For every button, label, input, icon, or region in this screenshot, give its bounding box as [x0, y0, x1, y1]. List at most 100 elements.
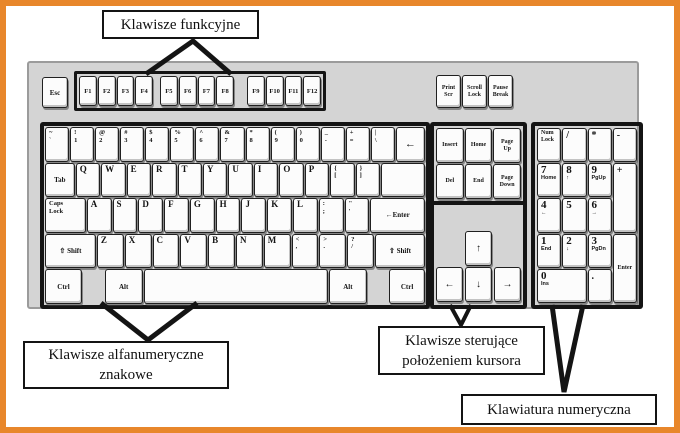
key-bracket-left: {[ — [330, 162, 355, 198]
function-keys-label-text: Klawisze funkcyjne — [120, 16, 241, 33]
key-arrow-right: → — [494, 267, 521, 302]
key-f6: F6 — [178, 76, 197, 106]
key-f5: F5 — [160, 76, 178, 106]
key-j: J — [241, 198, 267, 233]
key-f: F — [164, 198, 189, 233]
key-alt-left: Alt — [104, 269, 143, 304]
key-w: W — [101, 162, 126, 198]
key-home: Home — [464, 128, 493, 163]
key-f12: F12 — [303, 76, 321, 106]
key-ctrl-right: Ctrl — [389, 269, 425, 304]
key-q: Q — [75, 162, 101, 198]
key-period: >. — [319, 233, 347, 269]
key-i: I — [253, 162, 279, 198]
key-r: R — [152, 162, 177, 198]
numeric-keypad-label: Klawiatura numeryczna — [461, 394, 657, 425]
key-4: $4 — [145, 127, 170, 162]
key-7: &7 — [220, 127, 245, 162]
key-numpad-plus: + — [612, 163, 637, 233]
key-5: %5 — [170, 127, 195, 162]
key-insert: Insert — [436, 128, 464, 163]
key-a: A — [86, 198, 112, 233]
key-u: U — [228, 162, 253, 198]
key-arrow-down: ↓ — [465, 267, 492, 302]
key-f2: F2 — [97, 76, 116, 106]
key-f4: F4 — [135, 76, 153, 106]
cursor-keys-label-line2: położeniem kursora — [402, 352, 521, 369]
key-row-1: ~`!1@2#3$4%5^6&7*8(9)0_-+=|\← — [45, 127, 425, 162]
key-1: !1 — [70, 127, 95, 162]
key-bracket-right: }] — [355, 162, 381, 198]
key-b: B — [208, 233, 235, 269]
function-keys-label: Klawisze funkcyjne — [102, 10, 259, 39]
key-equals: += — [345, 127, 370, 162]
cursor-keys-label: Klawisze sterujące położeniem kursora — [378, 326, 545, 375]
key-2: @2 — [95, 127, 120, 162]
key-c: C — [152, 233, 180, 269]
key-end: End — [464, 164, 493, 199]
key-space — [143, 269, 329, 304]
key-enter: ←Enter — [370, 198, 425, 233]
key-e: E — [126, 162, 152, 198]
key-x: X — [124, 233, 152, 269]
key-m: M — [263, 233, 291, 269]
key-del: Del — [436, 164, 464, 199]
key-d: D — [138, 198, 164, 233]
arrow-key-row: ← ↓ → — [436, 267, 521, 302]
key-8: *8 — [245, 127, 270, 162]
key-numpad-divide: / — [562, 128, 587, 163]
key-numpad-2: 2↓ — [562, 233, 587, 268]
key-shift-right: ⇧ Shift — [375, 233, 425, 269]
key-tab: Tab — [45, 162, 75, 198]
key-f10: F10 — [265, 76, 284, 106]
key-numpad-multiply: * — [587, 128, 612, 163]
key-numpad-4: 4← — [537, 198, 562, 233]
key-blank — [381, 162, 425, 198]
key-l: L — [293, 198, 318, 233]
key-n: N — [235, 233, 263, 269]
key-apostrophe: "' — [344, 198, 370, 233]
key-numpad-5: 5 — [562, 198, 587, 233]
key-semicolon: :; — [318, 198, 344, 233]
key-numpad-enter: Enter — [612, 233, 637, 303]
numeric-keypad-label-text: Klawiatura numeryczna — [487, 401, 631, 418]
key-arrow-up: ↑ — [465, 231, 492, 266]
key-f11: F11 — [284, 76, 303, 106]
key-f3: F3 — [116, 76, 135, 106]
key-f8: F8 — [216, 76, 234, 106]
key-o: O — [279, 162, 304, 198]
alphanumeric-label-line1: Klawisze alfanumeryczne — [48, 347, 204, 363]
key-slash: ?/ — [347, 233, 375, 269]
key-t: T — [177, 162, 202, 198]
key-alt-right: Alt — [329, 269, 367, 304]
key-k: K — [267, 198, 292, 233]
alphanumeric-label-line2: znakowe — [99, 367, 153, 383]
key-backspace: ← — [395, 127, 425, 162]
key-comma: <, — [291, 233, 319, 269]
key-h: H — [215, 198, 241, 233]
cursor-keys-label-line1: Klawisze sterujące — [405, 332, 518, 349]
